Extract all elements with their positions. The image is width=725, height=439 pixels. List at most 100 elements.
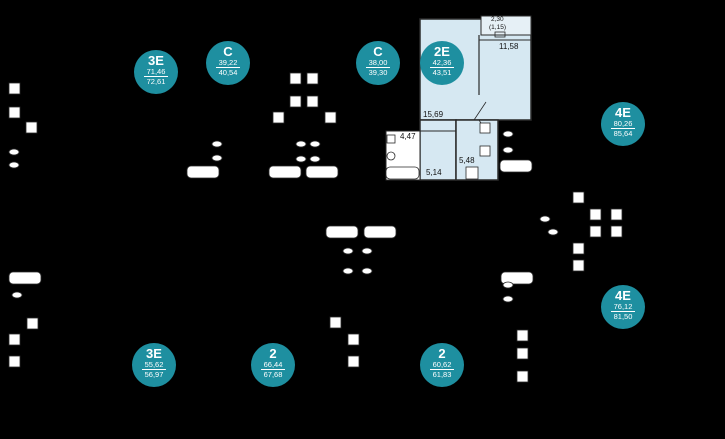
apartment-area-full: 61,83	[432, 370, 452, 379]
area-divider	[261, 369, 285, 370]
area-divider	[216, 67, 240, 68]
fixture-box	[516, 347, 529, 360]
apartment-area-total: 76,12	[613, 302, 633, 311]
sink-symbol	[539, 215, 551, 223]
apartment-badge[interactable]: 3E 71,46 72,61	[134, 50, 178, 94]
fixture-box	[289, 95, 302, 108]
apartment-area-full: 39,30	[368, 68, 388, 77]
apartment-type: 3E	[148, 53, 164, 68]
fixture-box	[572, 259, 585, 272]
sink-symbol	[361, 247, 373, 255]
bathroom-area-label: 4,47	[400, 132, 416, 141]
apartment-type: 4E	[615, 105, 631, 120]
sink-symbol	[211, 154, 223, 162]
apartment-type: 4E	[615, 288, 631, 303]
fixture-box	[589, 208, 602, 221]
apartment-area-total: 38,00	[368, 58, 388, 67]
fixture-box	[572, 242, 585, 255]
sink-symbol	[502, 130, 514, 138]
fixture-box	[8, 355, 21, 368]
highlighted-apartment[interactable]	[385, 15, 532, 181]
apartment-type: 2	[269, 346, 277, 361]
apartment-area-total: 42,36	[432, 58, 452, 67]
apartment-badge-selected[interactable]: 2E 42,36 43,51	[420, 41, 464, 85]
apartment-type: С	[373, 44, 383, 59]
fixture-symbols	[8, 72, 623, 383]
apartment-area-total: 55,62	[144, 360, 164, 369]
area-divider	[611, 311, 635, 312]
sink-symbol	[502, 295, 514, 303]
sink-symbol	[11, 291, 23, 299]
balcony-reduced-label: (1,15)	[489, 24, 506, 31]
fixture-box	[324, 111, 337, 124]
apartment-area-full: 67,68	[263, 370, 283, 379]
bathtub-symbol	[500, 271, 534, 285]
apartment-area-full: 81,50	[613, 312, 633, 321]
bathtub-symbol	[499, 159, 533, 173]
apartment-area-full: 56,97	[144, 370, 164, 379]
fixture-box	[589, 225, 602, 238]
area-divider	[142, 369, 166, 370]
fixture-box	[347, 355, 360, 368]
area-divider	[144, 76, 168, 77]
sink-symbol	[502, 281, 514, 289]
fixture-box	[610, 225, 623, 238]
sink-symbol	[295, 140, 307, 148]
sink-symbol	[361, 267, 373, 275]
sink-symbol	[8, 148, 20, 156]
apartment-badge[interactable]: 3E 55,62 56,97	[132, 343, 176, 387]
apartment-badge[interactable]: С 39,22 40,54	[206, 41, 250, 85]
sink-symbol	[295, 155, 307, 163]
apartment-badge[interactable]: 2 60,62 61,83	[420, 343, 464, 387]
fixture-box	[610, 208, 623, 221]
apartment-type: 3E	[146, 346, 162, 361]
kitchen-area-label: 15,69	[423, 110, 444, 119]
area-divider	[366, 67, 390, 68]
sink-symbol	[547, 228, 559, 236]
bathtub-symbol	[186, 165, 220, 179]
fixture-box	[516, 329, 529, 342]
bathtub-symbol	[305, 165, 339, 179]
fixture-box	[516, 370, 529, 383]
hall-area-label: 5,14	[426, 168, 442, 177]
apartment-badge[interactable]: 4E 80,26 85,64	[601, 102, 645, 146]
fixture-box	[25, 121, 38, 134]
apartment-area-total: 66,44	[263, 360, 283, 369]
bathtub-symbol	[8, 271, 42, 285]
bathtub-symbol	[268, 165, 302, 179]
apartment-type: С	[223, 44, 233, 59]
bedroom-area-label: 5,48	[459, 156, 475, 165]
apartment-area-full: 43,51	[432, 68, 452, 77]
apartment-badge[interactable]: С 38,00 39,30	[356, 41, 400, 85]
apartment-badge[interactable]: 4E 76,12 81,50	[601, 285, 645, 329]
sink-symbol	[211, 140, 223, 148]
balcony-area-label: 2,30	[491, 16, 504, 23]
sink-symbol	[342, 247, 354, 255]
apartment-area-total: 39,22	[218, 58, 238, 67]
apartment-area-total: 80,26	[613, 119, 633, 128]
fixture-box	[8, 106, 21, 119]
sink-symbol	[502, 146, 514, 154]
sink-symbol	[342, 267, 354, 275]
fixture-box	[572, 191, 585, 204]
sink-symbol	[8, 161, 20, 169]
apartment-area-full: 85,64	[613, 129, 633, 138]
apartment-type: 2E	[434, 44, 450, 59]
fixture-box	[329, 316, 342, 329]
fixture-box	[26, 317, 39, 330]
fixture-box	[289, 72, 302, 85]
apartment-badge[interactable]: 2 66,44 67,68	[251, 343, 295, 387]
apartment-area-total: 60,62	[432, 360, 452, 369]
area-divider	[430, 67, 454, 68]
fixture-box	[8, 333, 21, 346]
apartment-area-total: 71,46	[146, 67, 166, 76]
apartment-type: 2	[438, 346, 446, 361]
bathtub-symbol	[325, 225, 359, 239]
fixture-box	[8, 82, 21, 95]
area-divider	[430, 369, 454, 370]
bathtub-symbol	[363, 225, 397, 239]
sink-symbol	[309, 155, 321, 163]
fixture-box	[347, 333, 360, 346]
living-room-area-label: 11,58	[499, 42, 519, 51]
